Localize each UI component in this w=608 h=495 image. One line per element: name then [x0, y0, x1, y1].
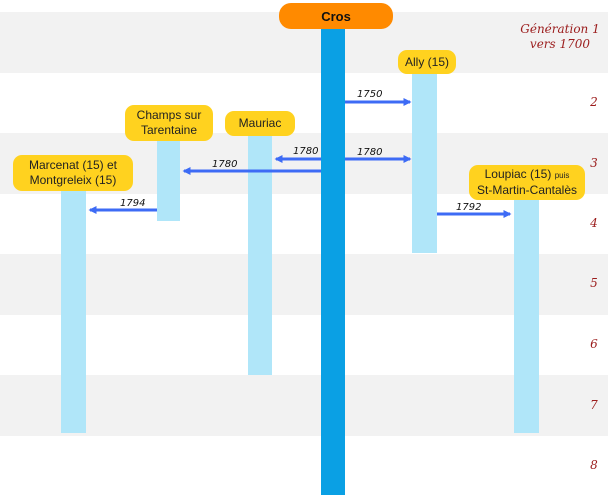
root-label-cros: Cros — [279, 3, 393, 29]
loupiac-lineage-bar — [514, 190, 539, 433]
generation-label-4: 4 — [590, 216, 598, 230]
generation-label-5: 5 — [590, 276, 598, 290]
generation-label-8: 8 — [590, 458, 598, 472]
place-label-mauriac-text: Mauriac — [238, 116, 282, 130]
year-label-loupiac: 1792 — [456, 202, 481, 213]
place-label-loupiac-puis: puis — [554, 171, 570, 180]
generation-band-5 — [0, 254, 608, 315]
marcenat-lineage-bar — [61, 180, 86, 433]
place-label-ally: Ally (15) — [398, 50, 456, 74]
place-label-loupiac-name: Loupiac (15) — [484, 167, 552, 181]
champs-lineage-bar — [157, 132, 180, 221]
year-label-mauriac: 1780 — [293, 146, 318, 157]
generation-band-7 — [0, 375, 608, 436]
year-label-marcenat: 1794 — [120, 198, 145, 209]
place-label-marcenat-line2: Montgreleix (15) — [29, 173, 117, 187]
place-label-ally-text: Ally (15) — [404, 54, 449, 69]
place-label-marcenat-line1: Marcenat (15) et — [28, 158, 118, 172]
place-label-champs-line1: Champs sur — [136, 108, 202, 122]
place-label-champs-line2: Tarentaine — [140, 123, 198, 137]
generation-label-2: 2 — [590, 95, 598, 109]
place-label-champs: Champs sur Tarentaine — [125, 105, 213, 141]
generation-label-6: 6 — [590, 337, 598, 351]
place-label-marcenat: Marcenat (15) et Montgreleix (15) — [13, 155, 133, 191]
ally-lineage-bar — [412, 66, 437, 253]
generation-label-1-line1: Génération 1 — [520, 22, 600, 36]
generation-label-3: 3 — [590, 156, 598, 170]
root-label-text: Cros — [321, 8, 351, 24]
year-label-ally: 1750 — [357, 89, 382, 100]
place-label-loupiac-line1: Loupiac (15) puis — [485, 167, 570, 183]
year-label-champs: 1780 — [212, 159, 237, 170]
place-label-mauriac: Mauriac — [225, 111, 295, 136]
year-label-ally-2: 1780 — [357, 147, 382, 158]
generation-label-1-line2: vers 1700 — [529, 37, 591, 51]
generation-label-1: Génération 1 vers 1700 — [518, 22, 602, 52]
place-label-loupiac-line2: St-Martin-Cantalès — [476, 183, 578, 197]
generation-label-7: 7 — [590, 398, 598, 412]
place-label-loupiac: Loupiac (15) puis St-Martin-Cantalès — [469, 165, 585, 200]
cros-lineage-bar — [321, 22, 345, 495]
